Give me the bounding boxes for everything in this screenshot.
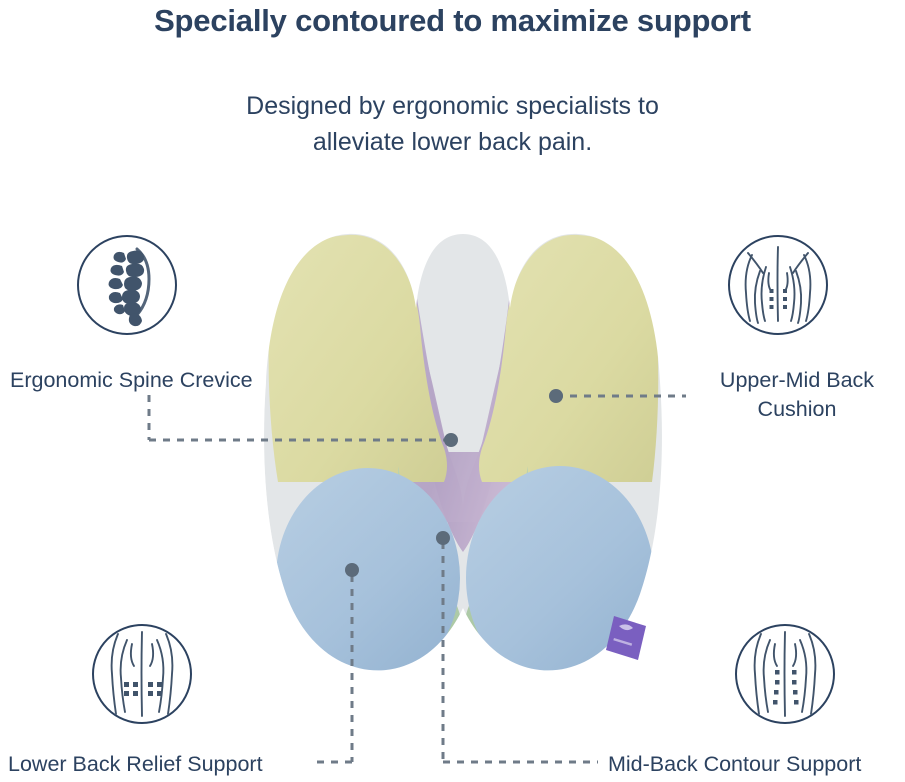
feature-label-ergonomic-spine-crevice: Ergonomic Spine Crevice xyxy=(10,368,253,392)
zone-upper-mid-back-wing-left xyxy=(268,234,447,482)
feature-icon-ergonomic-spine-crevice xyxy=(77,235,177,335)
feature-label-upper-mid-line-2: Cushion xyxy=(757,397,837,422)
feature-icon-mid-back-contour-support xyxy=(735,624,835,724)
page-subtitle: Designed by ergonomic specialists to all… xyxy=(0,88,905,161)
zone-upper-mid-back-wing-right xyxy=(479,234,659,482)
spine-vertebrae-icon xyxy=(108,247,151,327)
feature-label-upper-mid-line-1: Upper-Mid Back xyxy=(719,368,875,392)
feature-icon-lower-back-relief-support xyxy=(92,624,192,724)
feature-icon-upper-mid-back-cushion xyxy=(728,235,828,335)
upper-back-torso-icon xyxy=(744,246,812,324)
feature-label-lower-back-relief-support: Lower Back Relief Support xyxy=(8,752,263,776)
subtitle-line-1: Designed by ergonomic specialists to xyxy=(246,92,659,120)
product-cushion-image xyxy=(264,233,662,671)
zone-lumbar-pod-left xyxy=(276,468,460,671)
lower-back-torso-icon xyxy=(110,631,174,717)
zone-lumbar-pod-right xyxy=(466,466,654,671)
brand-label-tag xyxy=(606,616,646,660)
feature-label-upper-mid-back-cushion: Upper-Mid Back Cushion xyxy=(697,366,897,424)
feature-label-mid-back-contour-support: Mid-Back Contour Support xyxy=(608,752,862,776)
page-title: Specially contoured to maximize support xyxy=(154,3,751,38)
mid-back-torso-icon xyxy=(753,631,817,717)
subtitle-line-2: alleviate lower back pain. xyxy=(312,128,593,157)
